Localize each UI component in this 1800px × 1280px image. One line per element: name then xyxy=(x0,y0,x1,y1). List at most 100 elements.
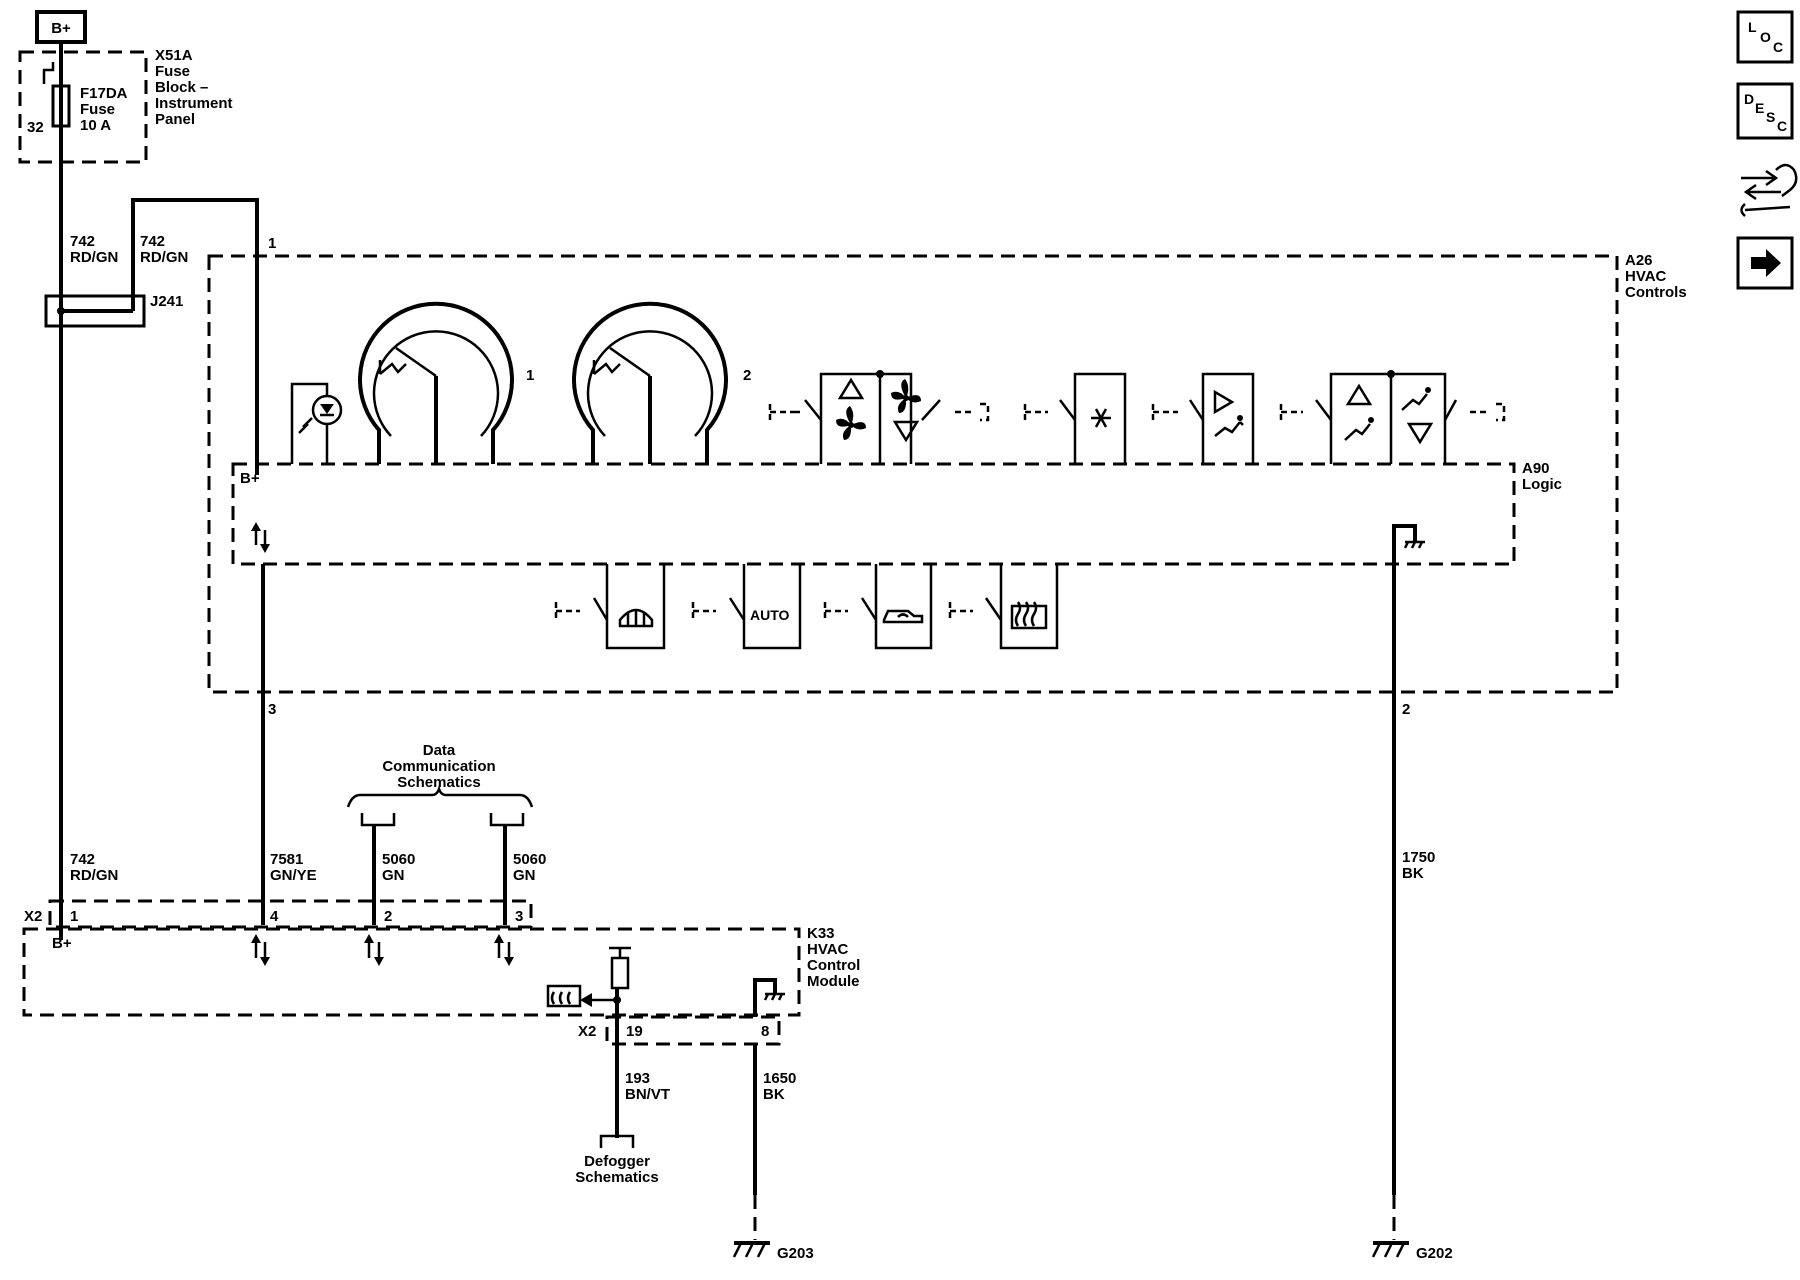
a26-pin-2: 2 xyxy=(1402,701,1410,718)
connector-tool-icon[interactable] xyxy=(1740,163,1798,217)
fan-speed-switches xyxy=(768,370,990,464)
recirculation-car-icon xyxy=(882,609,924,624)
battery-source: B+ xyxy=(35,10,87,52)
svg-text:Defogger: Defogger xyxy=(584,1153,650,1170)
svg-text:7581: 7581 xyxy=(270,851,303,868)
rear-defrost-switch xyxy=(948,564,1059,650)
auto-label: AUTO xyxy=(750,607,790,623)
mode-up-switch xyxy=(1151,372,1255,464)
a26-pin-3: 3 xyxy=(268,701,276,718)
svg-text:1650: 1650 xyxy=(763,1070,796,1087)
svg-text:C: C xyxy=(1773,39,1783,55)
logic-name: Logic xyxy=(1522,476,1562,493)
knob-1-label: 1 xyxy=(526,367,534,384)
x2-pin-3: 3 xyxy=(515,908,523,925)
mode-arrow-down-icon xyxy=(1406,422,1434,445)
fuse-block-name-2: Block – xyxy=(155,79,208,96)
svg-text:BN/VT: BN/VT xyxy=(625,1086,670,1103)
svg-text:RD/GN: RD/GN xyxy=(140,249,188,266)
fuse-block: X51A Fuse Block – Instrument Panel F17DA… xyxy=(18,47,233,164)
svg-text:Data: Data xyxy=(423,742,456,759)
module-ground-icon xyxy=(753,978,785,1017)
svg-text:S: S xyxy=(1766,109,1775,125)
logic-module: A90 Logic B+ xyxy=(231,460,1562,566)
svg-text:GN/YE: GN/YE xyxy=(270,867,317,884)
logic-ground-icon xyxy=(1392,524,1425,564)
temperature-knob-2: 2 xyxy=(572,301,751,464)
temperature-knob-1: 1 xyxy=(358,301,534,464)
svg-text:5060: 5060 xyxy=(513,851,546,868)
logic-id: A90 xyxy=(1522,460,1550,477)
knob-2-label: 2 xyxy=(743,367,751,384)
connector-stub-a xyxy=(360,813,396,827)
svg-text:193: 193 xyxy=(625,1070,650,1087)
splice-label: J241 xyxy=(150,293,183,310)
svg-text:742: 742 xyxy=(70,233,95,250)
k33-id: K33 xyxy=(807,925,835,942)
svg-text:BK: BK xyxy=(1402,865,1424,882)
defogger-reference: Defogger Schematics xyxy=(575,1153,658,1186)
control-module-connector-x2-lower: X2 19 8 xyxy=(578,1015,781,1046)
svg-text:Schematics: Schematics xyxy=(397,774,480,791)
svg-text:O: O xyxy=(1760,29,1771,45)
a26-name-1: HVAC xyxy=(1625,268,1667,285)
mode-occupant-icon-1 xyxy=(1344,423,1371,441)
x2-label: X2 xyxy=(24,908,42,925)
control-module: K33 HVAC Control Module B+ xyxy=(22,925,860,1017)
k33-bplus: B+ xyxy=(52,935,72,952)
fuse-block-connector: X51A xyxy=(155,47,193,64)
wire-1650-label: 1650 BK xyxy=(763,1070,796,1103)
data-arrows-icon-pin4 xyxy=(251,934,270,966)
arrow-down-icon xyxy=(892,420,920,443)
svg-text:5060: 5060 xyxy=(382,851,415,868)
svg-text:L: L xyxy=(1748,19,1757,35)
k33-name-1: HVAC xyxy=(807,941,849,958)
a26-name-2: Controls xyxy=(1625,284,1687,301)
svg-text:BK: BK xyxy=(763,1086,785,1103)
seat-occupant-icon xyxy=(1214,421,1244,437)
fuse-rating: 10 A xyxy=(80,117,111,134)
control-module-connector-x2: X2 1 4 2 3 xyxy=(24,899,533,929)
mode-arrow-up-icon xyxy=(1345,383,1373,406)
triangle-right-icon xyxy=(1213,389,1235,415)
defogger-connector-stub xyxy=(599,1134,635,1148)
wire-5060-b-label: 5060 GN xyxy=(513,851,546,884)
data-communication-reference: Data Communication Schematics xyxy=(346,742,534,827)
g203-label: G203 xyxy=(777,1245,814,1262)
g202-label: G202 xyxy=(1416,1245,1453,1262)
wire-7581-label: 7581 GN/YE xyxy=(270,851,317,884)
x2-pin-8: 8 xyxy=(761,1023,769,1040)
svg-text:Schematics: Schematics xyxy=(575,1169,658,1186)
fuse-block-name-3: Instrument xyxy=(155,95,233,112)
description-button[interactable]: D E S C xyxy=(1736,82,1794,140)
battery-label: B+ xyxy=(51,20,71,37)
rear-defrost-icon xyxy=(1010,601,1048,630)
wire-742-top-left-label: 742 RD/GN xyxy=(70,233,118,266)
location-button[interactable]: L O C xyxy=(1736,10,1794,64)
ground-g203: G203 xyxy=(732,1241,814,1262)
next-arrow-button[interactable] xyxy=(1736,236,1794,290)
k33-name-2: Control xyxy=(807,957,860,974)
fan-icon-1 xyxy=(836,406,866,440)
hvac-controls-module: 1 A26 HVAC Controls 3 2 xyxy=(207,235,1687,718)
defogger-driver xyxy=(546,946,631,1017)
mode-occupant-icon-2 xyxy=(1401,393,1428,411)
fuse-id: F17DA xyxy=(80,85,128,102)
a26-pin-1: 1 xyxy=(268,235,276,252)
svg-text:RD/GN: RD/GN xyxy=(70,249,118,266)
data-arrows-icon-pin2 xyxy=(364,934,384,966)
x2-lower-label: X2 xyxy=(578,1023,596,1040)
auto-switch: AUTO xyxy=(691,564,802,650)
recirculation-switch xyxy=(823,564,933,650)
wire-5060-a-label: 5060 GN xyxy=(382,851,415,884)
fuse-block-name-1: Fuse xyxy=(155,63,190,80)
illumination-led-icon xyxy=(290,382,343,464)
svg-text:GN: GN xyxy=(513,867,536,884)
fuse-block-name-4: Panel xyxy=(155,111,195,128)
fan-icon-2 xyxy=(891,379,921,413)
a26-id: A26 xyxy=(1625,252,1653,269)
wire-193-label: 193 BN/VT xyxy=(625,1070,670,1103)
splice-j241: J241 xyxy=(44,293,183,328)
ac-switch xyxy=(1023,372,1127,464)
